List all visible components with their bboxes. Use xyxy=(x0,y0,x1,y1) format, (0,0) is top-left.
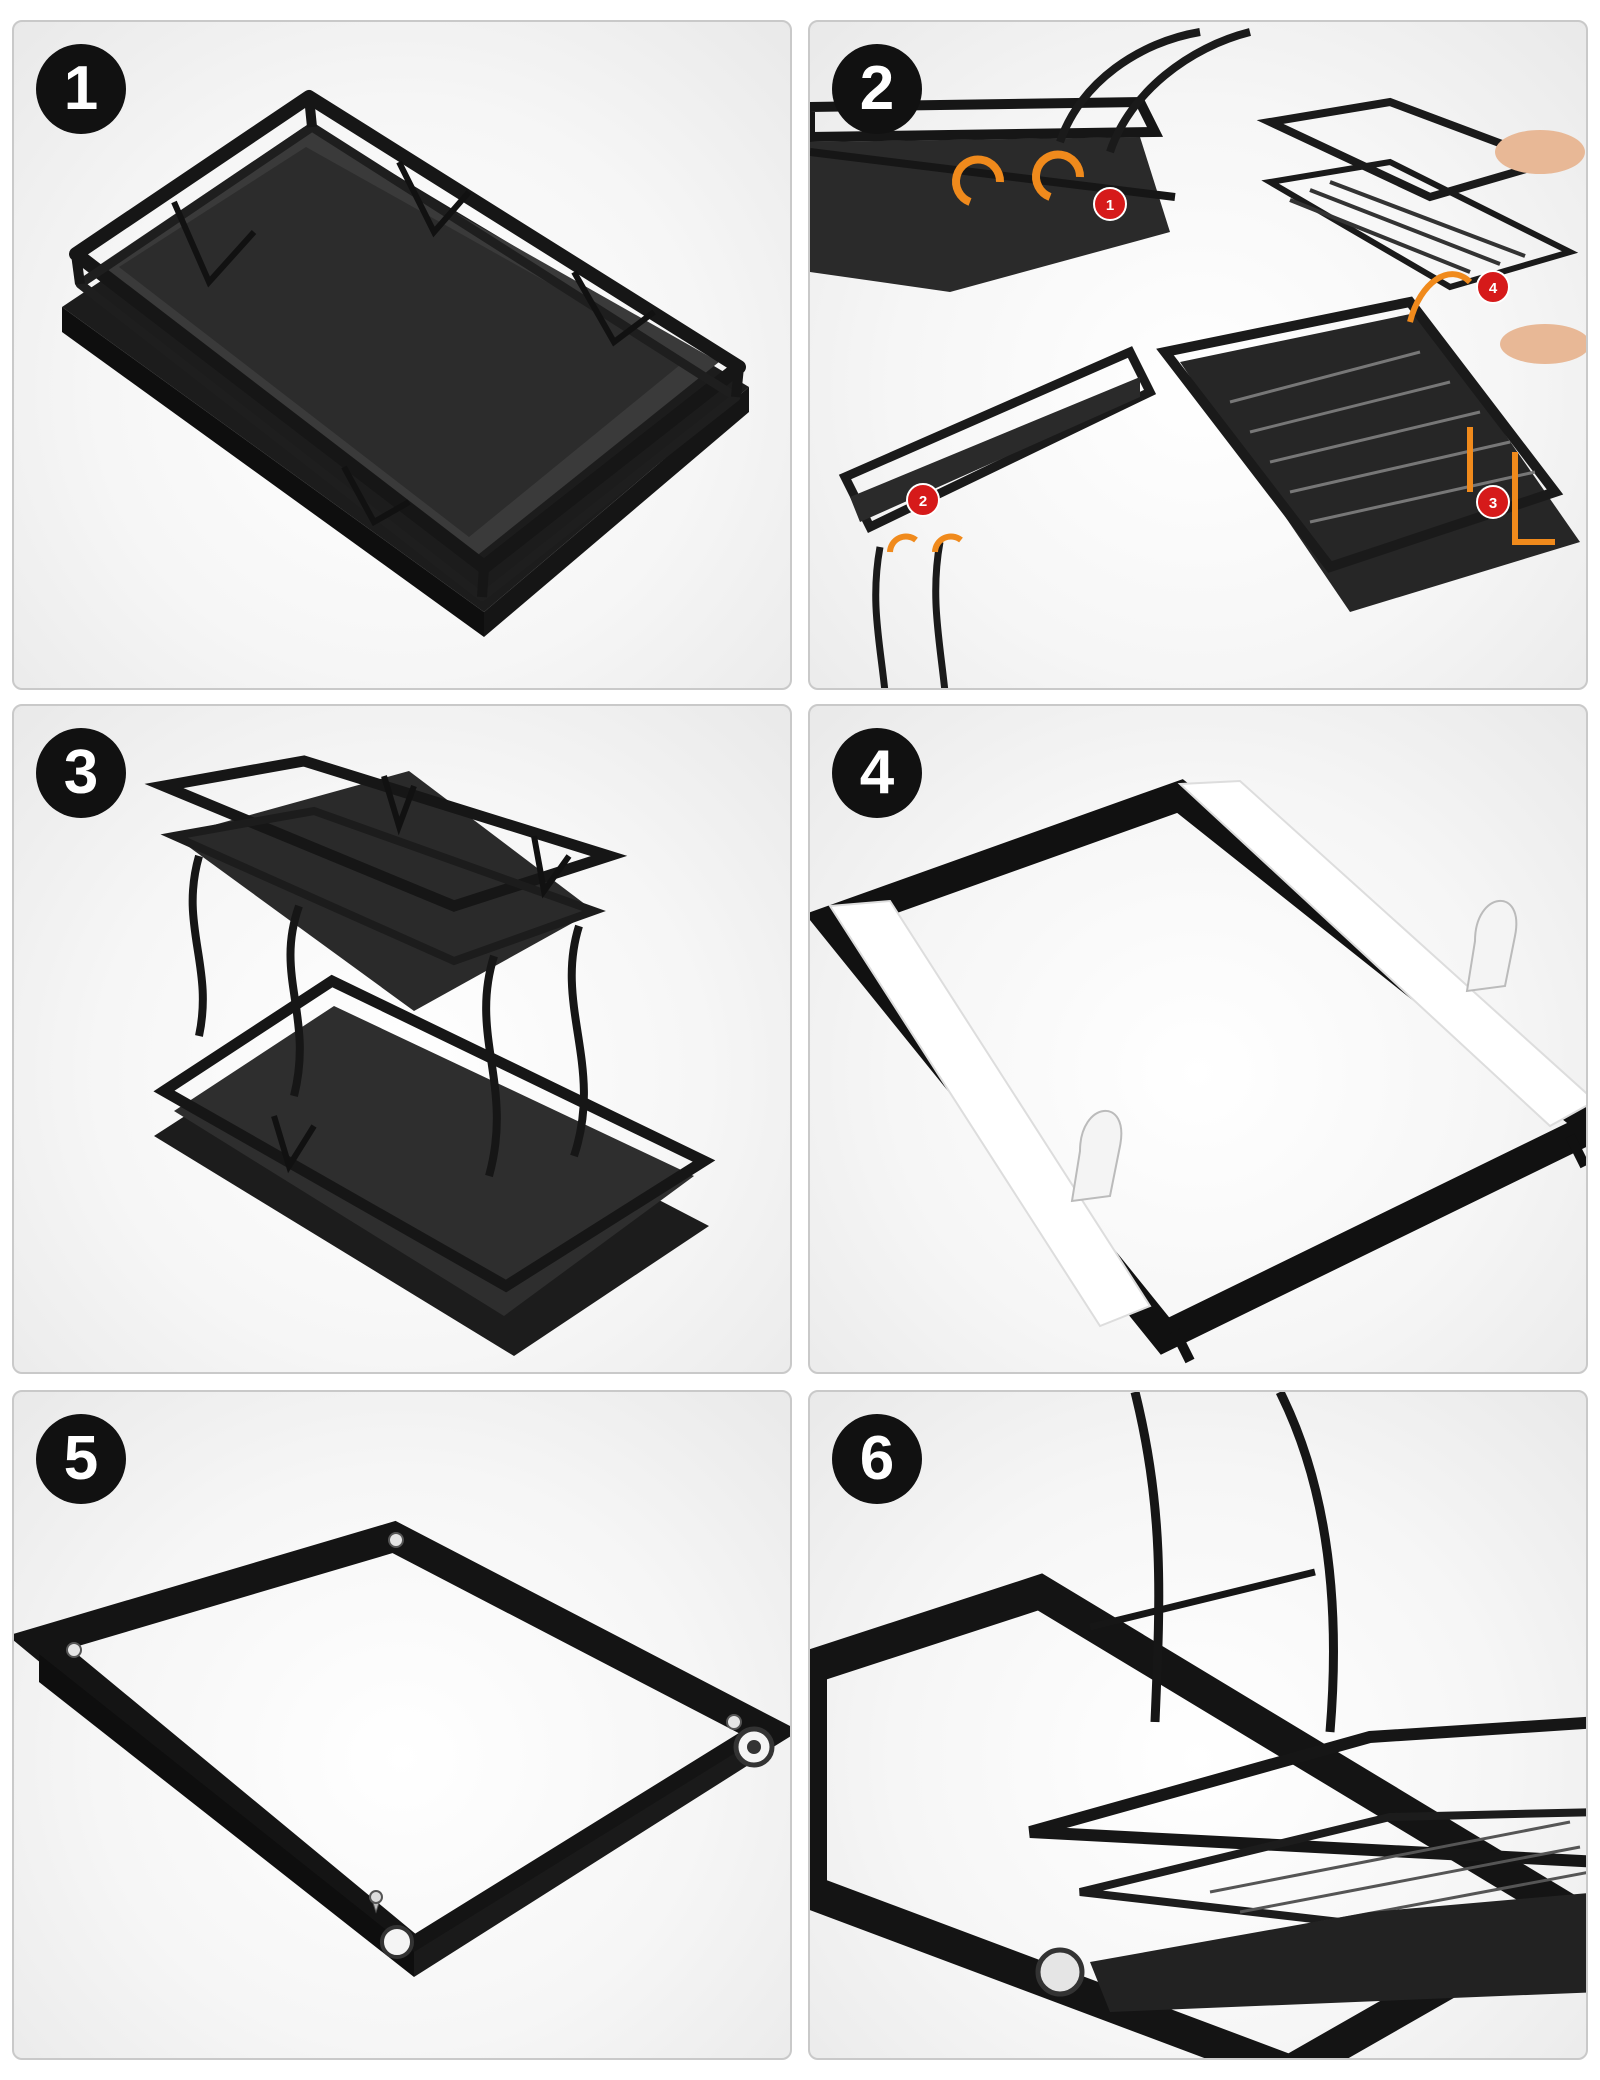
basket-insertion-illustration xyxy=(810,1392,1586,2058)
two-tier-assembled-illustration xyxy=(144,755,716,1356)
marker-2: 2 xyxy=(919,493,927,510)
step-number-badge: 6 xyxy=(832,1414,922,1504)
step-2-panel: 2 1 2 xyxy=(808,20,1588,690)
marker-3: 3 xyxy=(1489,495,1497,512)
marker-4: 4 xyxy=(1489,280,1498,297)
step-number-badge: 2 xyxy=(832,44,922,134)
step-3-panel: 3 xyxy=(12,704,792,1374)
basket-assembled-illustration xyxy=(62,90,749,637)
step-number-badge: 3 xyxy=(36,728,126,818)
step-number-badge: 4 xyxy=(832,728,922,818)
step-4-panel: 4 xyxy=(808,704,1588,1374)
step-5-panel: 5 xyxy=(12,1390,792,2060)
step-1-panel: 1 xyxy=(12,20,792,690)
step-number-badge: 5 xyxy=(36,1414,126,1504)
step-6-panel: 6 xyxy=(808,1390,1588,2060)
mounting-frame-screws-illustration xyxy=(14,1520,790,1977)
step-number-badge: 1 xyxy=(36,44,126,134)
frame-adhesive-tape-illustration xyxy=(810,779,1586,1364)
assembly-detail-illustration: 1 2 3 4 xyxy=(810,28,1586,688)
marker-1: 1 xyxy=(1106,197,1114,214)
